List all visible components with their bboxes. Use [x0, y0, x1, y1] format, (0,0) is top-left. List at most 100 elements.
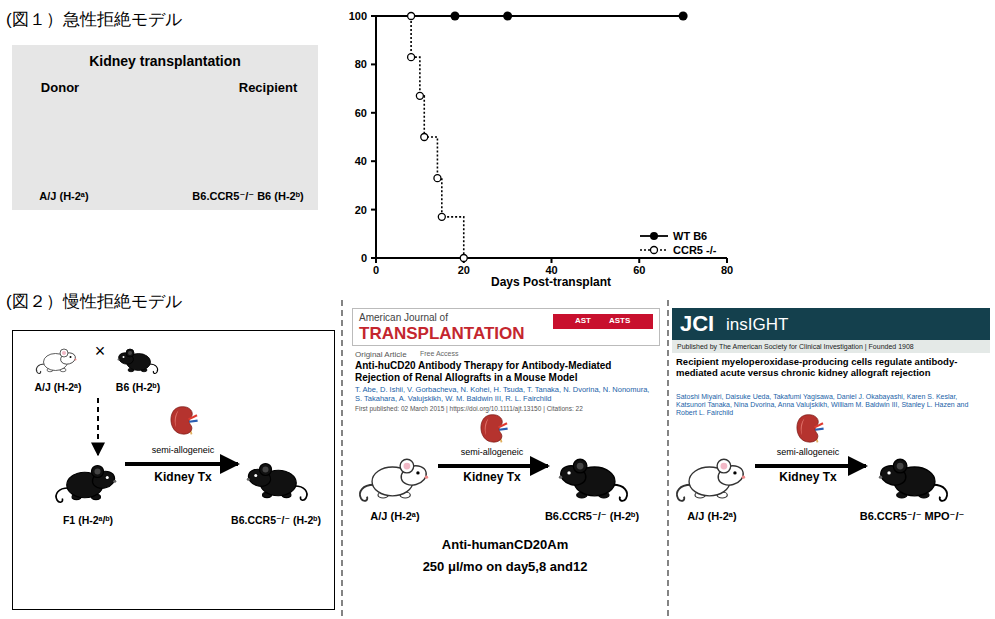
- axis-tick: [726, 258, 728, 263]
- data-point: [421, 134, 428, 141]
- tick-label: 40: [545, 264, 557, 277]
- mouse-ear: [400, 459, 414, 473]
- data-point: [416, 92, 423, 99]
- mouse-tail: [150, 364, 158, 373]
- mouse-eye: [416, 471, 419, 474]
- data-point: [450, 12, 459, 21]
- arrow-note: semi-allogeneic: [152, 445, 215, 455]
- article-title: Recipient myeloperoxidase-producing cell…: [676, 357, 986, 379]
- dashed-arrow: [97, 398, 99, 455]
- arrow-label: Kidney Tx: [779, 471, 836, 485]
- strain-label: A/J (H-2ᵃ): [34, 381, 81, 393]
- publisher-note: Published by The American Society for Cl…: [677, 342, 914, 350]
- journal-name: American Journal of: [359, 312, 448, 324]
- tick-label: 20: [355, 203, 367, 216]
- axis-tick: [371, 15, 376, 17]
- tick-label: 20: [458, 264, 470, 277]
- society-logo: ASTS: [609, 316, 630, 325]
- axis-tick: [375, 258, 377, 263]
- arrow-note: semi-allogeneic: [777, 447, 840, 457]
- transfer-arrow: [438, 464, 548, 468]
- mouse-nose: [742, 475, 745, 478]
- journal-header: American Journal ofTRANSPLANTATIONASTAST…: [352, 308, 660, 346]
- data-point: [679, 12, 688, 21]
- dose-label: 250 μl/mo on day5,8 and12: [423, 560, 588, 575]
- mouse-tail: [295, 486, 307, 500]
- publication-info: First published: 02 March 2015 | https:/…: [355, 405, 657, 412]
- strain-label: B6 (H-2ᵇ): [116, 381, 160, 393]
- data-point: [438, 213, 445, 220]
- mouse-nose: [75, 359, 77, 361]
- axis-tick: [371, 63, 376, 65]
- mouse-inner-ear: [404, 463, 411, 470]
- tick-label: 60: [633, 264, 645, 277]
- mouse-tail: [677, 485, 691, 501]
- kidney-shape: [171, 407, 192, 434]
- legend-sample: [650, 232, 658, 240]
- mouse-tail: [360, 485, 374, 501]
- figure-heading: (図１）急性拒絶モデル: [6, 10, 182, 30]
- renal-vein: [815, 429, 823, 430]
- society-logo: AST: [575, 316, 591, 325]
- kidney-highlight: [175, 410, 179, 427]
- axis-tick: [638, 258, 640, 263]
- renal-artery: [189, 415, 197, 419]
- mouse-ear: [260, 464, 272, 476]
- survival-curve: [376, 16, 464, 258]
- mouse-tail: [56, 488, 68, 502]
- mouse-eye: [733, 471, 736, 474]
- mouse-eye: [567, 471, 570, 474]
- white-mouse: [36, 349, 76, 373]
- mouse-inner-ear: [263, 467, 269, 473]
- tick-label: 40: [355, 155, 367, 168]
- tick-label: 0: [373, 264, 379, 277]
- cross-symbol: ×: [95, 341, 106, 362]
- mouse-nose: [247, 478, 250, 481]
- treatment-label: Anti-humanCD20Am: [442, 538, 568, 553]
- strain-label: B6.CCR5⁻/⁻ MPO⁻/⁻: [860, 510, 965, 523]
- mouse-nose: [425, 475, 428, 478]
- transfer-arrow: [755, 464, 866, 468]
- legend-label: WT B6: [673, 230, 707, 243]
- arrow-label: Kidney Tx: [154, 471, 211, 485]
- tick-label: 80: [355, 58, 367, 71]
- mouse-ear: [60, 349, 68, 357]
- strain-label: A/J (H-2ᵃ): [687, 510, 736, 523]
- panel-title: Kidney transplantation: [89, 53, 241, 69]
- strain-label: B6.CCR5⁻/⁻ (H-2ᵇ): [545, 510, 639, 523]
- section-divider: [341, 300, 342, 619]
- role-label: Donor: [41, 81, 79, 96]
- tick-label: 80: [721, 264, 733, 277]
- publisher-band: Published by The American Society for Cl…: [672, 340, 990, 353]
- journal-name: insIGHT: [726, 315, 788, 335]
- mouse-inner-ear: [897, 463, 904, 470]
- black-mouse: [56, 466, 116, 503]
- axis-tick: [371, 209, 376, 211]
- tick-label: 60: [355, 106, 367, 119]
- kidney-highlight: [801, 418, 805, 435]
- mouse-tail: [36, 364, 44, 373]
- mouse-nose: [118, 359, 120, 361]
- society-bar: AST ASTS: [553, 314, 653, 329]
- black-mouse: [117, 349, 157, 373]
- article-title: Anti-huCD20 Antibody Therapy for Antibod…: [355, 360, 657, 383]
- access-note: Free Access: [420, 350, 459, 358]
- arrow-note: semi-allogeneic: [461, 447, 524, 457]
- strain-label: A/J (H-2ᵃ): [39, 190, 88, 203]
- mouse-nose: [559, 475, 562, 478]
- journal-name: TRANSPLANTATION: [359, 324, 525, 344]
- black-mouse: [246, 464, 306, 501]
- role-label: Recipient: [239, 81, 298, 96]
- legend-label: CCR5 -/-: [673, 244, 716, 257]
- author-list: T. Abe, D. Ishii, V. Gorbacheva, N. Kohe…: [355, 386, 657, 403]
- renal-artery: [499, 423, 507, 427]
- tick-label: 0: [361, 252, 367, 265]
- strain-label: F1 (H-2ᵃ/ᵇ): [63, 514, 113, 526]
- strain-label: A/J (H-2ᵃ): [370, 510, 419, 523]
- legend-sample: [651, 247, 658, 254]
- survival-curve: [376, 15, 683, 17]
- mouse-nose: [879, 475, 882, 478]
- black-mouse: [559, 459, 627, 501]
- tick-label: 100: [349, 10, 367, 23]
